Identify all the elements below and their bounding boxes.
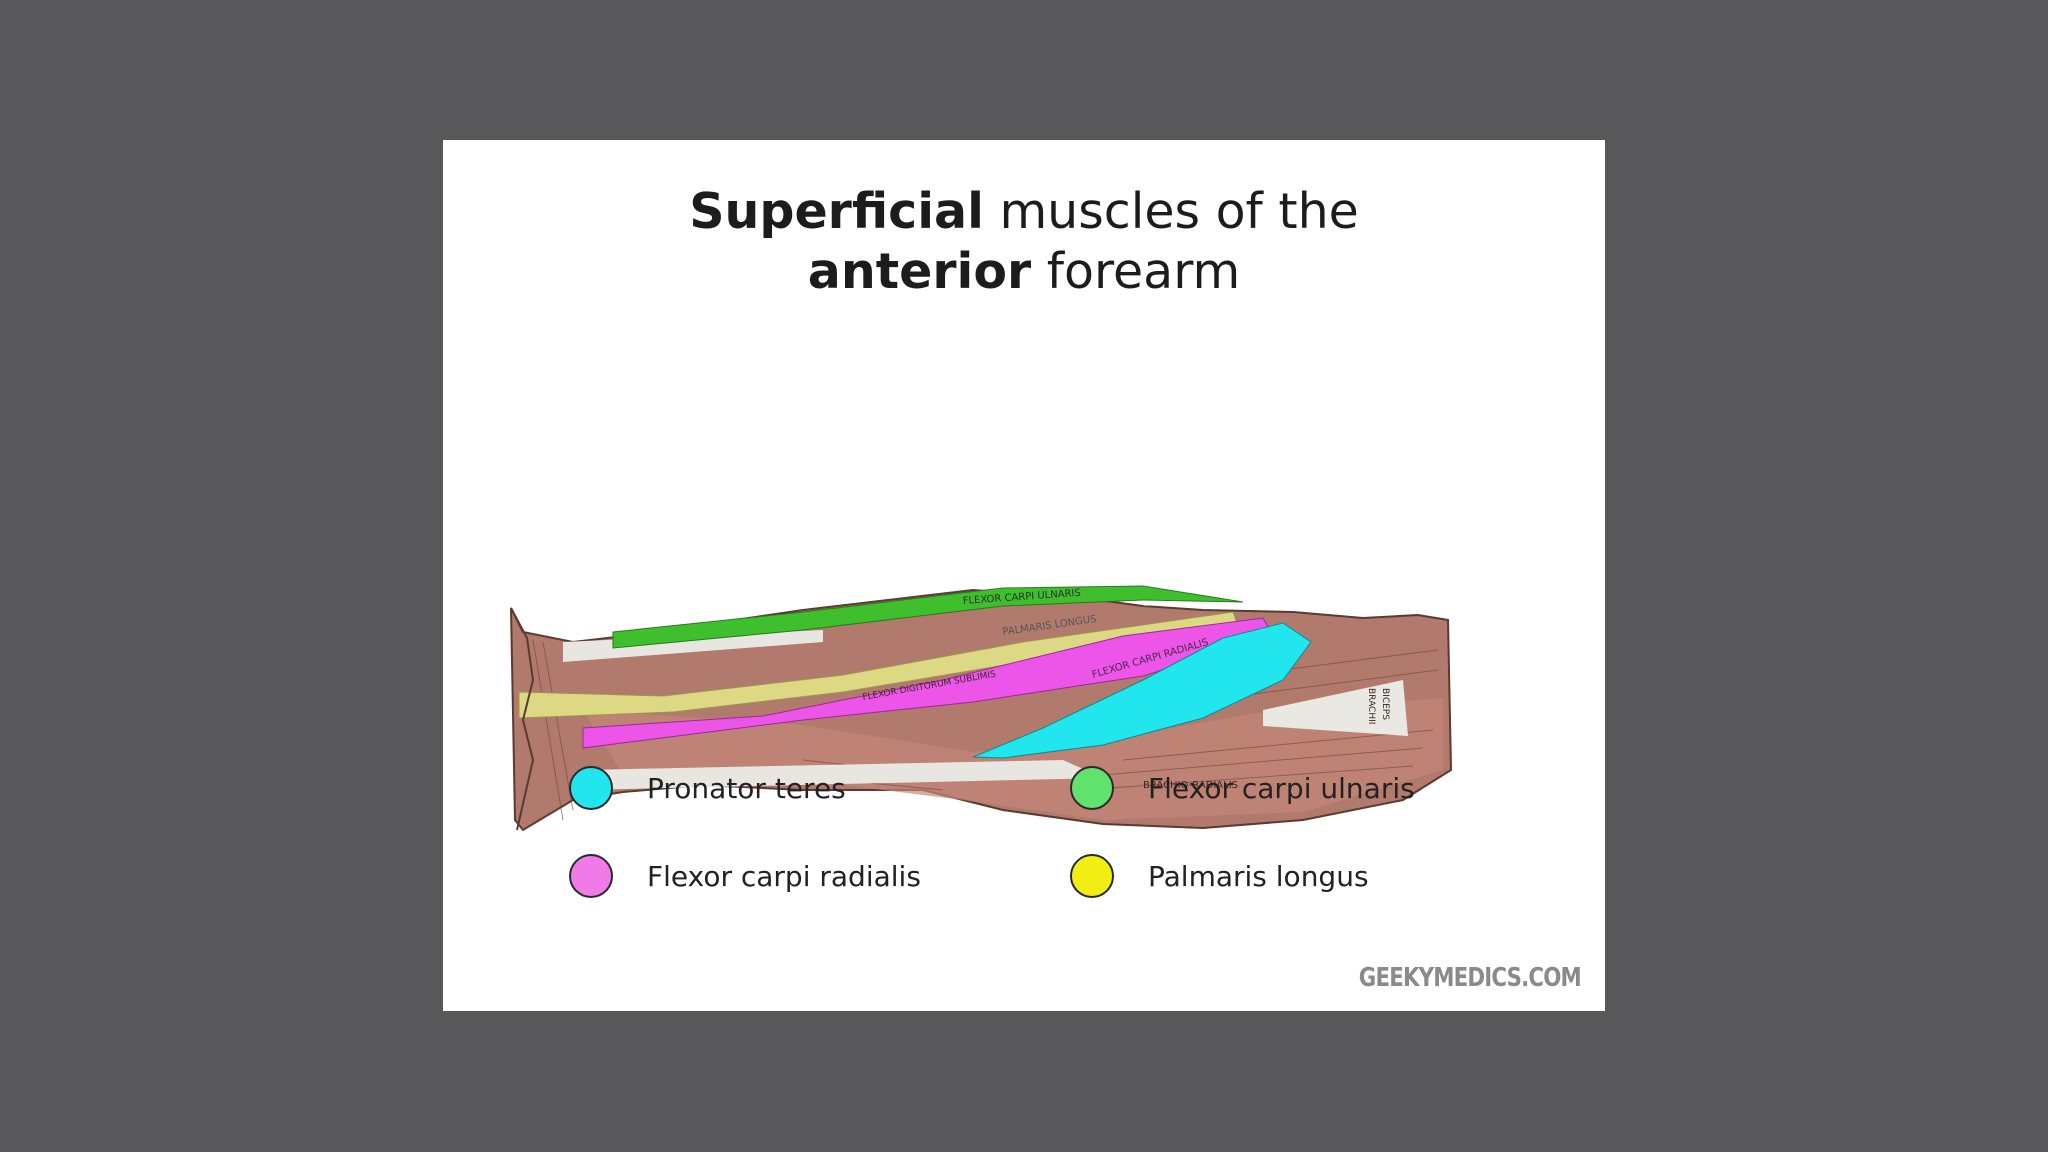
flexor-carpi-ulnaris-muscle	[612, 585, 1244, 649]
legend-palmaris-longus: Palmaris longus	[1070, 854, 1369, 898]
tendon-band-lower	[583, 760, 1103, 790]
legend-label-pronator-teres: Pronator teres	[647, 771, 846, 805]
legend-dot-green	[1070, 766, 1114, 810]
title-rest-2: forearm	[1031, 243, 1241, 300]
legend-label-flexor-carpi-radialis: Flexor carpi radialis	[647, 859, 921, 893]
tendon-biceps	[1263, 680, 1408, 736]
figure-title: Superficial muscles of the anterior fore…	[443, 182, 1605, 302]
title-bold-2: anterior	[807, 243, 1032, 300]
legend-label-palmaris-longus: Palmaris longus	[1148, 859, 1369, 893]
forearm-muscle-shade	[583, 698, 1443, 820]
legend-flexor-carpi-ulnaris: Flexor carpi ulnaris	[1070, 766, 1415, 810]
title-rest-1: muscles of the	[983, 183, 1359, 240]
label-biceps: BICEPS	[1380, 688, 1390, 720]
legend-dot-magenta	[569, 854, 613, 898]
forearm-diagram: FLEXOR CARPI ULNARIS PALMARIS LONGUS FLE…	[510, 585, 1453, 832]
wrist-bone	[510, 607, 535, 831]
label-brachii: BRACHII	[1366, 688, 1376, 724]
title-bold-1: Superficial	[689, 183, 984, 240]
legend-dot-cyan	[569, 766, 613, 810]
watermark-logo: GEEKYMEDICS.COM	[1358, 963, 1582, 993]
legend-flexor-carpi-radialis: Flexor carpi radialis	[569, 854, 921, 898]
legend-label-flexor-carpi-ulnaris: Flexor carpi ulnaris	[1148, 771, 1415, 805]
figure-card: Superficial muscles of the anterior fore…	[443, 140, 1605, 1011]
tendon-band-upper	[563, 630, 823, 662]
legend-dot-yellow	[1070, 854, 1114, 898]
label-brachio-radialis: BRACHIO-RADIALIS	[1143, 780, 1238, 791]
legend-pronator-teres: Pronator teres	[569, 766, 846, 810]
pronator-teres-muscle	[972, 622, 1312, 759]
